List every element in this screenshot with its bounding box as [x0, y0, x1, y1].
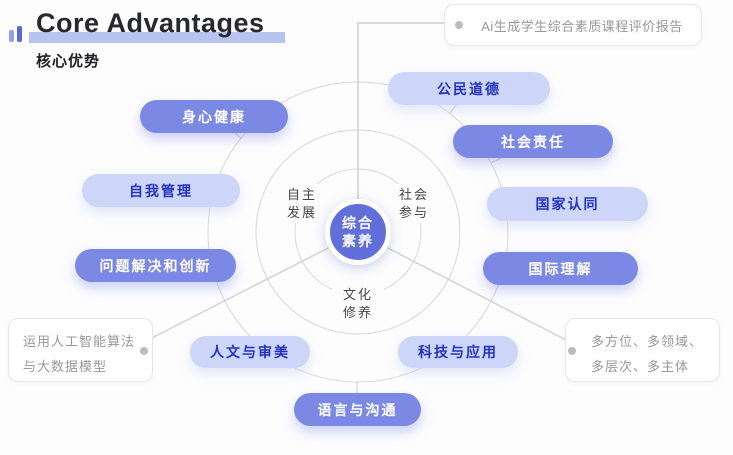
page-title: Core Advantages [36, 8, 265, 38]
pill-civic-morality: 公民道德 [388, 72, 550, 105]
ai-report-callout: Ai生成学生综合素质课程评价报告 [444, 4, 702, 46]
ai-algorithm-callout: 运用人工智能算法 与大数据模型 [8, 318, 153, 382]
page-subtitle: 核心优势 [36, 53, 101, 70]
pill-technology-application: 科技与应用 [398, 336, 518, 368]
pill-self-management: 自我管理 [82, 174, 240, 207]
right-callout-connector-line [381, 244, 569, 342]
title-bars-icon [9, 24, 22, 42]
pill-humanities-aesthetics: 人文与审美 [190, 336, 310, 368]
pill-international-understanding: 国际理解 [483, 252, 638, 285]
pill-social-responsibility: 社会责任 [453, 125, 613, 158]
pill-problem-solving-innovation: 问题解决和创新 [75, 249, 236, 282]
connector-dot [568, 347, 576, 355]
ring-label-social-participation: 社会 参与 [388, 184, 440, 224]
ring-label-autonomous-development: 自主 发展 [276, 184, 328, 224]
pill-national-identity: 国家认同 [487, 187, 648, 221]
connector-dot [140, 347, 148, 355]
ai-report-callout-text: Ai生成学生综合素质课程评价报告 [481, 18, 683, 34]
pill-language-communication: 语言与沟通 [294, 393, 421, 426]
left-callout-connector-line [145, 244, 335, 342]
top-callout-connector-line [357, 22, 452, 205]
connector-dot [455, 21, 463, 29]
center-hub-comprehensive-literacy: 综合 素养 [325, 199, 391, 265]
ring-label-cultural-cultivation: 文化 修养 [332, 284, 384, 324]
multi-dimension-callout: 多方位、多领域、 多层次、多主体 [565, 318, 720, 382]
pill-physical-mental-health: 身心健康 [140, 100, 288, 133]
title-highlight-bar [29, 32, 285, 43]
